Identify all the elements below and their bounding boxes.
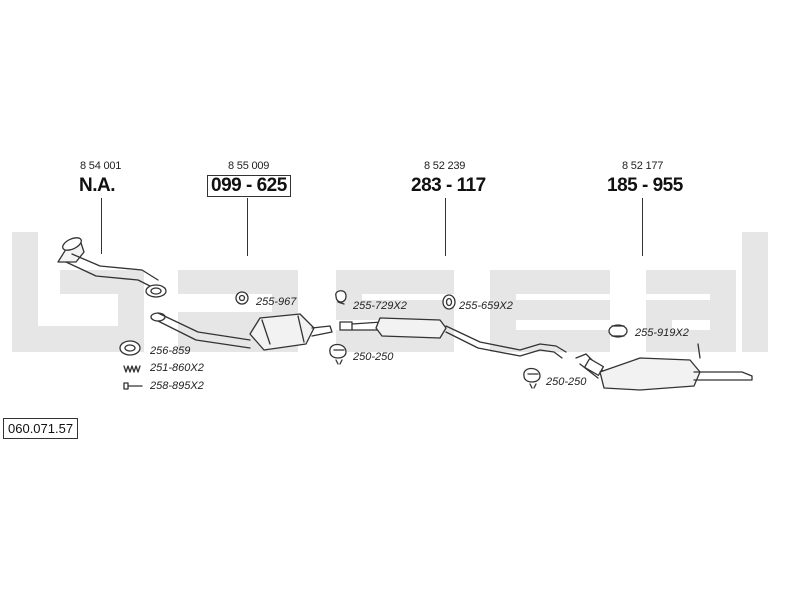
part-label-6: 251-860X2	[150, 362, 204, 374]
leader-line-3	[445, 198, 446, 256]
part-label-4: 250-250	[353, 351, 394, 363]
part-label-3: 255-659X2	[459, 300, 513, 312]
catalytic-converter-icon	[150, 312, 333, 351]
leader-line-2	[247, 198, 248, 256]
front-pipe-icon	[57, 237, 167, 298]
middle-silencer-icon	[339, 317, 567, 359]
part-label-9: 255-919X2	[635, 327, 689, 339]
part-label-1: 255-967	[256, 296, 297, 308]
clamp-icon-1	[335, 290, 347, 305]
bolt-icon	[123, 382, 143, 390]
part-label-5: 256-859	[150, 345, 191, 357]
clamp-icon-3	[523, 367, 541, 389]
leader-line-1	[101, 198, 102, 254]
section-ref-2: 8 55 009	[228, 160, 270, 172]
part-label-2: 255-729X2	[353, 300, 407, 312]
hanger-icon	[608, 324, 628, 338]
clamp-icon-2	[329, 343, 347, 365]
section-ref-1: 8 54 001	[80, 160, 122, 172]
part-label-7: 258-895X2	[150, 380, 204, 392]
rear-silencer-icon	[575, 343, 753, 391]
section-code-2: 099 - 625	[207, 175, 291, 197]
section-code-1: N.A.	[79, 175, 116, 196]
leader-line-4	[642, 198, 643, 256]
part-label-8: 250-250	[546, 376, 587, 388]
section-ref-4: 8 52 177	[622, 160, 664, 172]
section-ref-3: 8 52 239	[424, 160, 466, 172]
section-code-3: 283 - 117	[411, 175, 486, 196]
flange-gasket-icon	[119, 340, 141, 356]
spring-icon	[123, 365, 141, 373]
gasket-icon	[442, 294, 456, 310]
section-code-4: 185 - 955	[607, 175, 683, 196]
diagram-id: 060.071.57	[3, 418, 79, 439]
rubber-mount-icon	[235, 291, 249, 305]
